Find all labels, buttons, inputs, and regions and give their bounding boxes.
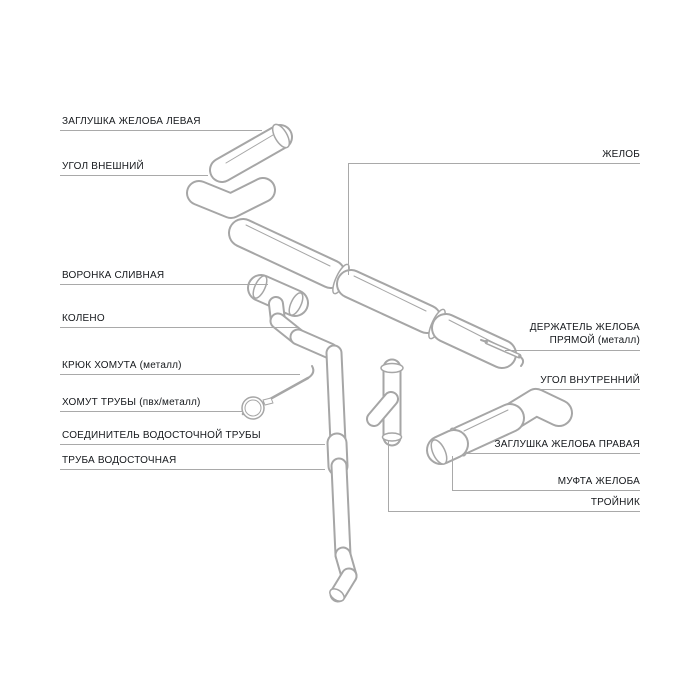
leader-downpipe-connector	[60, 444, 325, 445]
part-gutter-right	[447, 403, 525, 455]
label-tee: ТРОЙНИК	[590, 497, 640, 508]
leader-tee-vertical	[388, 440, 389, 511]
leader-clamp-hook	[60, 374, 300, 375]
part-pipe-clamp	[241, 396, 274, 420]
part-downpipe	[325, 344, 358, 603]
label-outer-corner: УГОЛ ВНЕШНИЙ	[62, 161, 144, 172]
part-gutter-bracket	[480, 339, 525, 367]
label-gutter: ЖЕЛОБ	[602, 149, 640, 160]
leader-gutter-end-cap-left	[60, 130, 262, 131]
label-elbow: КОЛЕНО	[62, 313, 105, 324]
label-downpipe-connector: СОЕДИНИТЕЛЬ ВОДОСТОЧНОЙ ТРУБЫ	[62, 430, 261, 441]
leader-tee	[388, 511, 640, 512]
leader-elbow	[60, 327, 298, 328]
part-outlet-elbow	[329, 546, 358, 603]
leader-gutter-vertical	[348, 163, 349, 275]
label-drain-funnel: ВОРОНКА СЛИВНАЯ	[62, 270, 165, 281]
leader-inner-corner	[540, 389, 640, 390]
leader-gutter-bracket	[505, 350, 640, 351]
leader-outer-corner	[60, 175, 208, 176]
label-gutter-bracket-line2: ПРЯМОЙ (металл)	[549, 335, 640, 346]
leader-gutter-end-cap-right	[465, 453, 640, 454]
leader-gutter-coupling-vertical	[452, 456, 453, 490]
label-clamp-hook: КРЮК ХОМУТА (металл)	[62, 360, 182, 371]
part-gutter-end-cap-right	[430, 439, 448, 465]
leader-drain-funnel	[60, 284, 268, 285]
part-elbow	[269, 312, 339, 360]
label-gutter-end-cap-right: ЗАГЛУШКА ЖЕЛОБА ПРАВАЯ	[494, 439, 640, 450]
label-downpipe: ТРУБА ВОДОСТОЧНАЯ	[62, 455, 177, 466]
label-inner-corner: УГОЛ ВНУТРЕННИЙ	[540, 375, 640, 386]
leader-gutter	[348, 163, 640, 164]
leader-downpipe	[60, 469, 325, 470]
label-gutter-bracket-line1: ДЕРЖАТЕЛЬ ЖЕЛОБА	[529, 322, 640, 333]
part-outer-corner	[186, 177, 276, 219]
label-gutter-end-cap-left: ЗАГЛУШКА ЖЕЛОБА ЛЕВАЯ	[62, 116, 201, 127]
leader-gutter-coupling	[452, 490, 640, 491]
part-gutter-end-cap-left	[209, 123, 293, 183]
part-tee	[366, 358, 404, 447]
label-pipe-clamp: ХОМУТ ТРУБЫ (пвх/металл)	[62, 397, 201, 408]
leader-pipe-clamp	[60, 411, 243, 412]
part-gutter-run	[228, 218, 517, 369]
label-gutter-coupling: МУФТА ЖЕЛОБА	[557, 476, 640, 487]
